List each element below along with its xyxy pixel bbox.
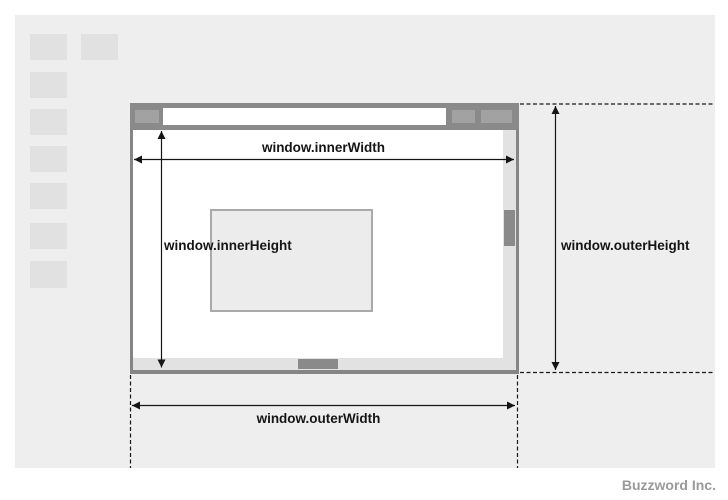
menu-button-wide-icon [481, 110, 512, 123]
desktop-icon-tile [30, 183, 67, 209]
watermark-text: Buzzword Inc. [621, 477, 716, 493]
outer-height-label: window.outerHeight [561, 238, 690, 253]
browser-titlebar [130, 103, 519, 130]
page-content-box [210, 209, 373, 312]
browser-window-mockup [130, 103, 519, 374]
desktop-icon-tile [30, 72, 67, 98]
browser-viewport [133, 130, 503, 358]
vertical-scrollbar-thumb [504, 210, 515, 246]
inner-width-label: window.innerWidth [261, 140, 386, 155]
inner-height-label: window.innerHeight [164, 238, 292, 253]
horizontal-scrollbar-thumb [298, 359, 338, 369]
menu-button-icon [452, 110, 475, 123]
back-button-icon [135, 110, 159, 123]
desktop-icon-tile [30, 261, 67, 288]
outer-width-label: window.outerWidth [256, 411, 381, 426]
desktop-icon-tile [30, 109, 67, 135]
desktop-icon-tile [30, 34, 67, 60]
desktop-icon-tile [30, 223, 67, 249]
horizontal-scrollbar-track [133, 358, 503, 370]
desktop-icon-tile [81, 34, 118, 60]
desktop-icon-tile [30, 146, 67, 172]
vertical-scrollbar-track [503, 130, 516, 370]
address-bar [163, 108, 446, 125]
